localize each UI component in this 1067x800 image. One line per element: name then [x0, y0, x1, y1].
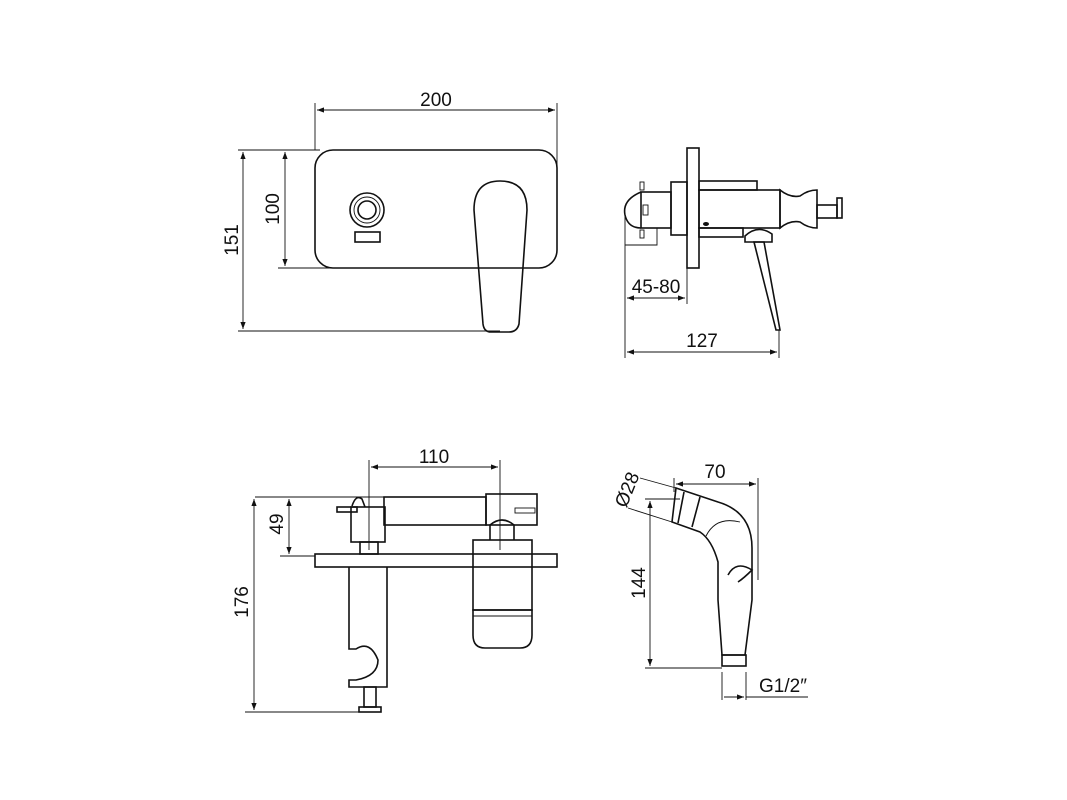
- shower-head-view: 70 Ø28 144 G1/2″: [611, 462, 808, 700]
- top-view: 110 49 176: [232, 447, 558, 713]
- dim-height-label: 49: [267, 513, 288, 534]
- dim-spacing-label: 110: [419, 447, 449, 468]
- dim-width-label: 200: [420, 90, 452, 111]
- hose-holder-stem: [348, 567, 388, 688]
- wall-plate: [314, 149, 558, 269]
- cartridge-body: [472, 539, 533, 611]
- dim-total-depth-label: 127: [686, 331, 718, 352]
- mounting-plate: [314, 553, 558, 568]
- dim-total-height-label: 151: [222, 224, 243, 256]
- side-lever: [752, 241, 781, 331]
- hand-shower: [671, 486, 753, 656]
- flange: [686, 147, 700, 269]
- diverter-knob: [349, 192, 385, 243]
- front-view: 200 100 151: [222, 90, 558, 333]
- dim-width-label: 70: [704, 462, 725, 483]
- thread-size-label: G1/2″: [759, 676, 807, 697]
- dim-diameter-label: Ø28: [611, 469, 644, 510]
- dim-wall-depth-label: 45-80: [632, 277, 681, 298]
- outlet-pipe: [383, 496, 487, 526]
- dim-plate-height-label: 100: [263, 193, 284, 225]
- valve-body: [698, 189, 781, 229]
- dim-length-label: 144: [629, 567, 650, 599]
- thread-connector: [721, 654, 747, 667]
- side-view: 45-80 127: [623, 147, 843, 358]
- mixer-lever: [473, 180, 528, 333]
- dim-total-label: 176: [232, 586, 253, 618]
